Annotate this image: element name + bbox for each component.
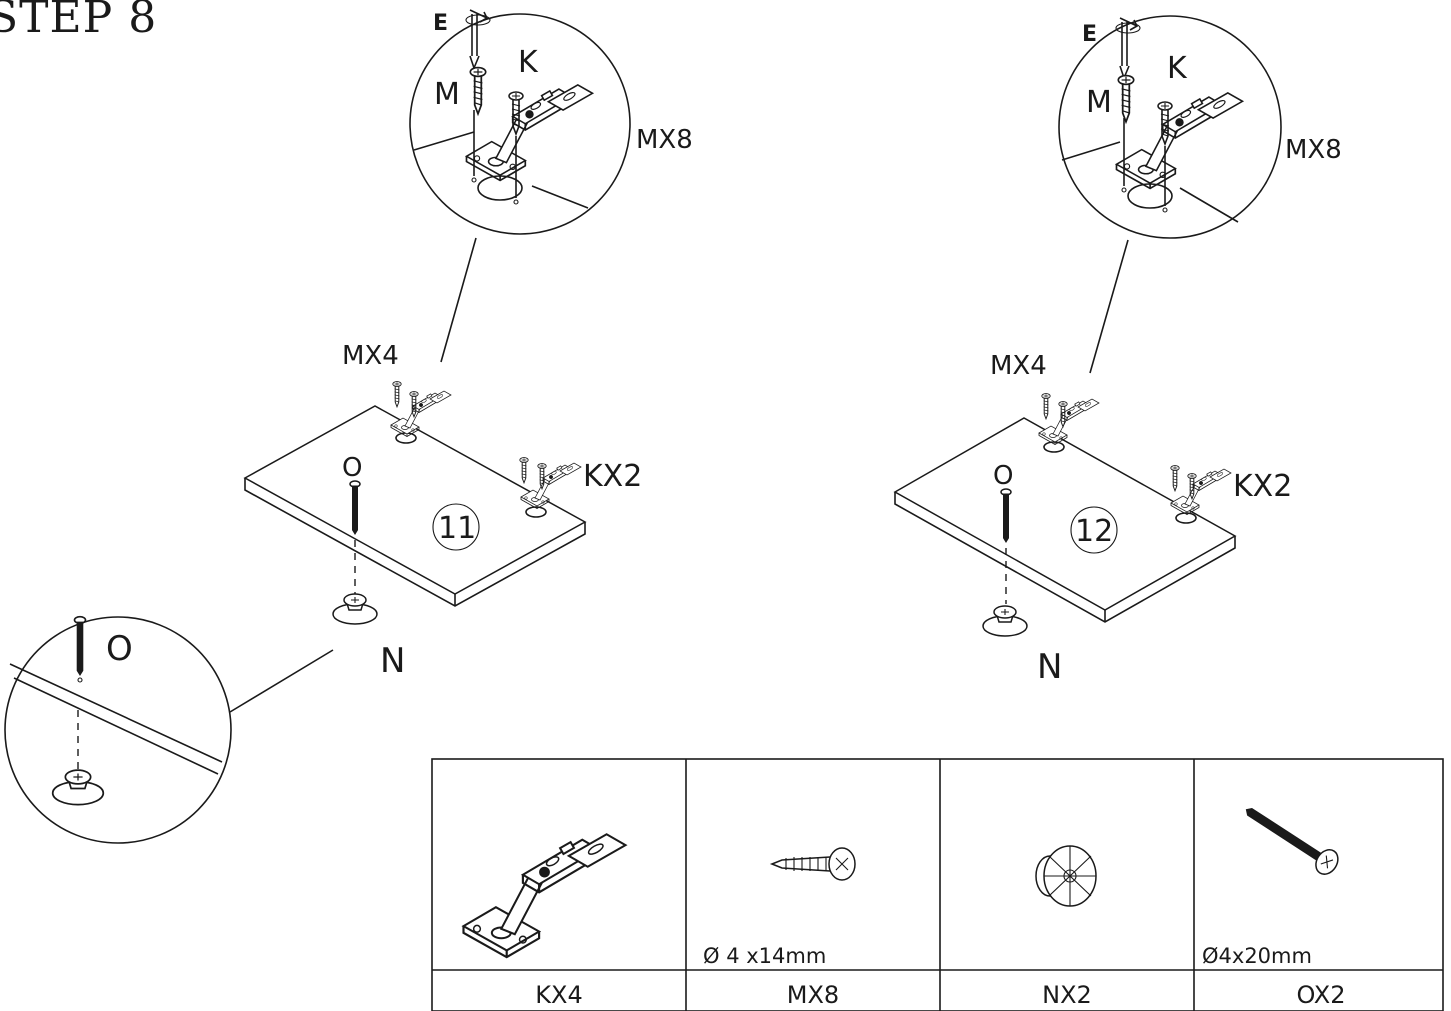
left-knob [332, 593, 378, 625]
left-mx4-label: MX4 [342, 341, 399, 371]
right-zoom-leader [1089, 239, 1129, 374]
left-hinge-right [519, 457, 582, 518]
parts-spec-3: Ø4x20mm [1202, 944, 1312, 968]
right-hinge-top [1038, 393, 1100, 453]
right-zoom-content [1061, 17, 1244, 223]
right-zoom-label-k: K [1167, 51, 1188, 86]
left-zoom-label-m: M [434, 77, 460, 112]
parts-knob-icon [1035, 845, 1097, 907]
right-mx4-label: MX4 [990, 351, 1047, 381]
left-detail-o-label: O [106, 629, 133, 669]
right-o-label: O [993, 461, 1013, 491]
left-hinge-top [390, 381, 452, 444]
left-zoom-leader [440, 237, 477, 363]
parts-bolt-icon [1245, 807, 1339, 875]
parts-label-2: NX2 [1042, 981, 1092, 1009]
left-zoom-circle [409, 13, 631, 235]
left-zoom-label-k: K [518, 45, 539, 80]
parts-label-1: MX8 [787, 981, 839, 1009]
left-detail-circle [4, 616, 232, 844]
left-zoom-label-e: E [433, 11, 448, 36]
right-zoom-circle [1058, 15, 1282, 239]
parts-hinge-icon [462, 833, 627, 959]
step-title: STEP 8 [0, 0, 157, 43]
left-zoom-content [413, 9, 594, 209]
parts-table: KX4 Ø 4 x14mm MX8 NX2 Ø4x20mm OX2 [431, 758, 1444, 1011]
left-n-label: N [380, 641, 405, 681]
left-panel-number: 11 [438, 511, 476, 546]
right-hinge-right [1170, 465, 1232, 524]
right-panel-number: 12 [1075, 514, 1113, 549]
parts-spec-1: Ø 4 x14mm [703, 944, 826, 968]
left-kx2-label: KX2 [583, 459, 642, 494]
left-detail-content [9, 615, 223, 806]
left-detail-leader [229, 649, 334, 713]
parts-label-3: OX2 [1296, 981, 1345, 1009]
right-zoom-label-e: E [1082, 22, 1097, 47]
left-zoom-label-mx8: MX8 [636, 125, 693, 155]
right-panel [893, 417, 1237, 623]
right-assembly: E K M MX8 MX4 12 KX2 O N [893, 15, 1342, 687]
right-panel-number-circle [1070, 506, 1118, 554]
right-zoom-label-m: M [1086, 85, 1112, 120]
right-kx2-label: KX2 [1233, 469, 1292, 504]
right-n-label: N [1037, 647, 1062, 687]
left-panel [243, 405, 587, 607]
parts-wood-screw-icon [769, 847, 856, 881]
left-o-label: O [342, 453, 362, 483]
left-panel-number-circle [432, 503, 480, 551]
right-knob [982, 605, 1028, 637]
parts-label-0: KX4 [535, 981, 582, 1009]
right-zoom-label-mx8: MX8 [1285, 135, 1342, 165]
left-assembly: E K M MX8 MX4 11 KX2 O [4, 9, 693, 844]
